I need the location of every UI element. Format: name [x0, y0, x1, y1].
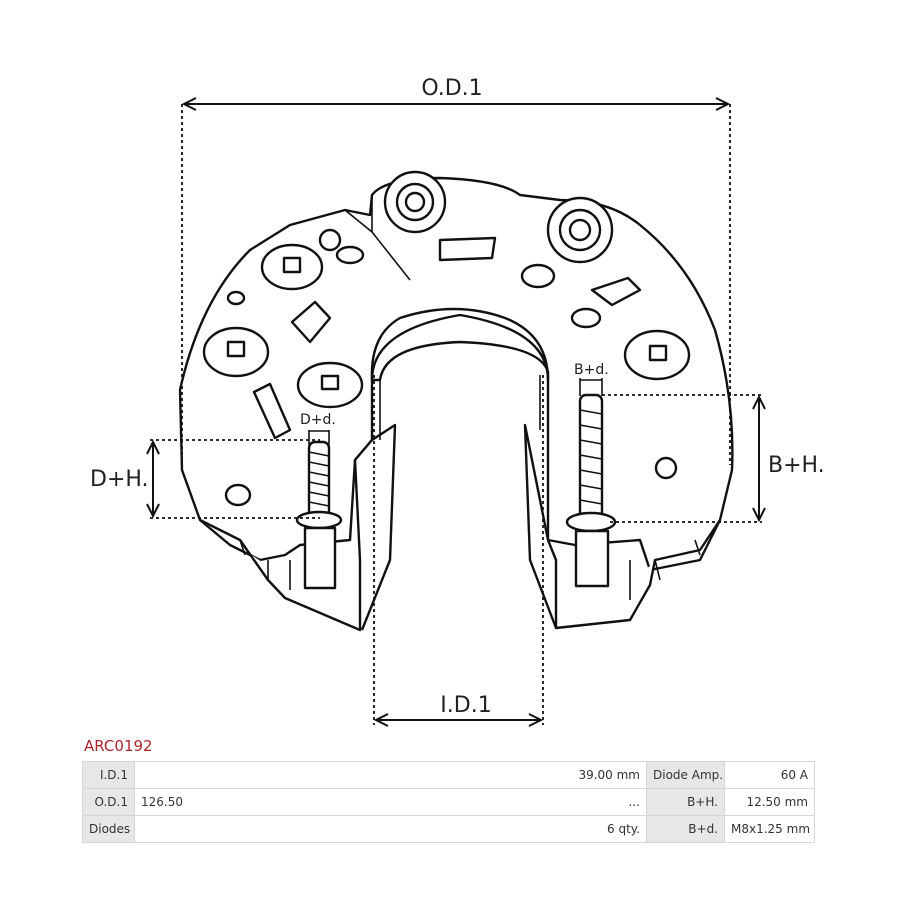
product-code: ARC0192: [84, 737, 153, 755]
dd-dimension: D+d.: [300, 412, 336, 445]
spec-row-id1: I.D.1 39.00 mm Diode Amp. 60 A: [82, 761, 815, 789]
spec-label: B+d.: [646, 815, 725, 843]
spec-label: O.D.1: [82, 788, 135, 816]
bd-label: B+d.: [574, 362, 609, 378]
spec-row-od1: O.D.1 126.50 ... B+H. 12.50 mm: [82, 788, 815, 816]
spec-value: 39.00 mm: [134, 761, 647, 789]
diode-pad-3: [296, 361, 364, 409]
diode-pad-1: [260, 243, 324, 291]
diode-pad-4: [623, 329, 691, 381]
id1-label: I.D.1: [440, 693, 491, 718]
dd-label: D+d.: [300, 412, 336, 428]
od1-dimension: O.D.1: [181, 76, 731, 465]
bh-dimension: B+H.: [602, 394, 825, 523]
spec-value-right: ...: [628, 795, 640, 809]
spec-value-left: 126.50: [141, 795, 183, 809]
spec-value: 60 A: [724, 761, 815, 789]
rectifier-skirt-left: [199, 423, 397, 632]
spec-table: I.D.1 39.00 mm Diode Amp. 60 A O.D.1 126…: [82, 761, 815, 843]
triangle-mark-right: [590, 276, 642, 307]
bd-dimension: B+d.: [574, 362, 609, 396]
spec-label: B+H.: [646, 788, 725, 816]
od1-label: O.D.1: [421, 76, 482, 101]
id1-dimension: I.D.1: [373, 375, 544, 727]
rectifier-skirt-right: [523, 423, 721, 630]
spec-label: I.D.1: [82, 761, 135, 789]
spec-value: 12.50 mm: [724, 788, 815, 816]
rectifier-diagram: O.D.1 I.D.1 D+H. D+d. B+H. B+d.: [90, 76, 825, 727]
terminal-top-left: [383, 170, 447, 234]
triangle-mark-left: [290, 300, 332, 344]
bh-label: B+H.: [768, 453, 825, 478]
diode-pad-2: [202, 326, 270, 378]
dh-dimension: D+H.: [90, 439, 320, 519]
bolt-left: [295, 440, 343, 590]
slot-left: [252, 382, 292, 440]
slot-top: [438, 236, 497, 262]
spec-value: 6 qty.: [134, 815, 647, 843]
spec-value: M8x1.25 mm: [724, 815, 815, 843]
terminal-top-right: [546, 196, 614, 264]
bolt-right: [565, 393, 617, 588]
spec-label: Diodes: [82, 815, 135, 843]
spec-label: Diode Amp.: [646, 761, 725, 789]
mounting-holes: [224, 228, 678, 507]
spec-row-diodes: Diodes 6 qty. B+d. M8x1.25 mm: [82, 815, 815, 843]
inner-bore: [370, 313, 550, 382]
spec-value-split: 126.50 ...: [134, 788, 647, 816]
dh-label: D+H.: [90, 467, 149, 492]
